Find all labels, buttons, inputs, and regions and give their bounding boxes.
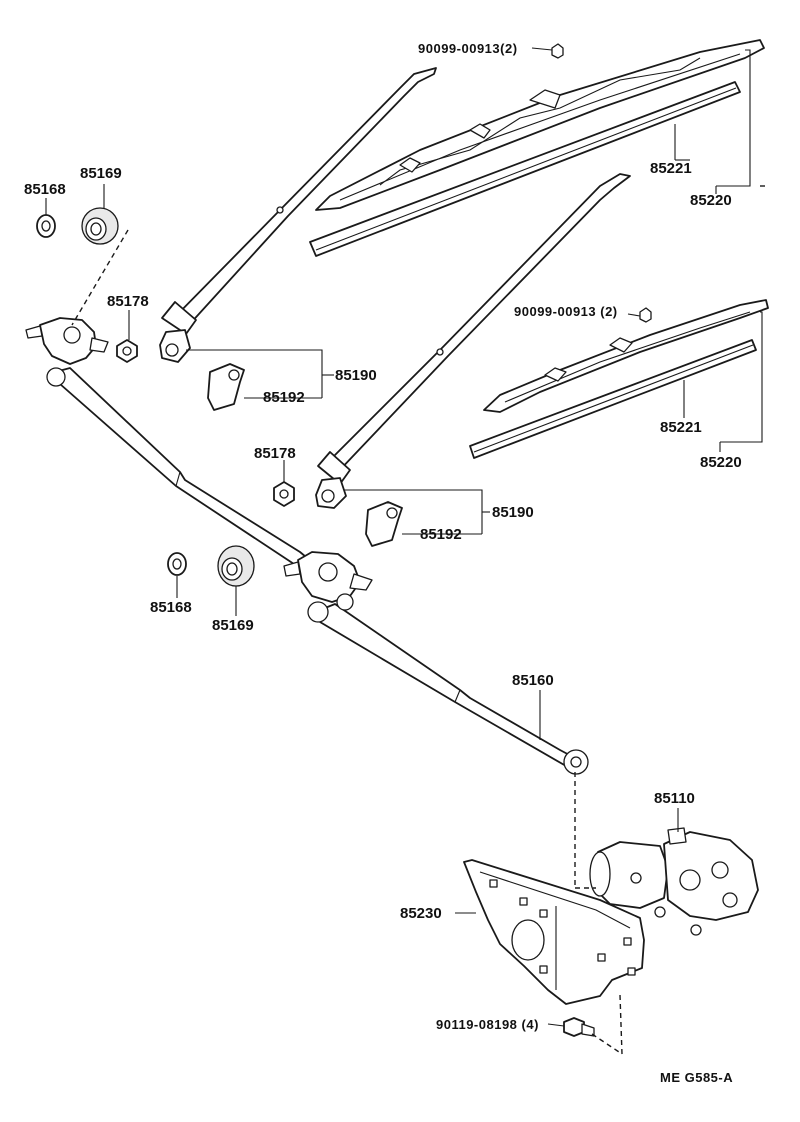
label-link: 85160 [512,672,554,689]
label-nut-lower: 85168 [150,599,192,616]
arm-cap-lower [365,501,403,547]
grommet-upper-left [81,207,119,245]
label-arm-right: 85190 [492,504,534,521]
bracket-screw [563,1017,595,1037]
label-cap-left: 85192 [263,389,305,406]
label-washer-mid: 85178 [254,445,296,462]
wiper-link-rod [46,367,589,775]
label-bracket: 85230 [400,905,442,922]
label-nut-left: 85168 [24,181,66,198]
upper-wiper-blade [315,39,765,211]
label-cap-right: 85192 [420,526,462,543]
lower-blade-insert [469,339,757,459]
motor-bracket [463,859,645,1005]
arm-cap-upper [207,363,245,411]
label-grommet-lower: 85169 [212,617,254,634]
label-screw: 90119-08198 (4) [436,1017,539,1032]
label-grommet-left: 85169 [80,165,122,182]
nut-upper-left [36,214,56,238]
center-pivot [283,551,373,611]
label-arm-left: 85190 [335,367,377,384]
grommet-lower [217,545,255,587]
label-blade-assy-lower: 85220 [700,454,742,471]
label-blade-insert-lower: 85221 [660,419,702,436]
washer-mid [273,481,295,507]
wiper-motor [589,827,759,936]
label-motor: 85110 [654,790,695,807]
upper-wiper-arm [159,67,437,363]
label-blade-insert-upper: 85221 [650,160,692,177]
washer-left [116,339,138,363]
nut-lower [167,552,187,576]
bolt-mid [639,307,652,323]
label-bolt-mid: 90099-00913 (2) [514,304,618,319]
lower-wiper-blade [483,299,769,413]
guide-lines [71,185,768,1055]
figure-code: ME G585-A [660,1070,734,1085]
lower-wiper-arm [315,173,631,509]
label-bolt-top: 90099-00913(2) [418,41,518,56]
label-blade-assy-upper: 85220 [690,192,732,209]
upper-blade-insert [309,81,741,257]
leader-lines [45,47,763,1027]
bolt-upper [551,43,564,59]
left-pivot [25,317,109,365]
label-washer-left: 85178 [107,293,149,310]
